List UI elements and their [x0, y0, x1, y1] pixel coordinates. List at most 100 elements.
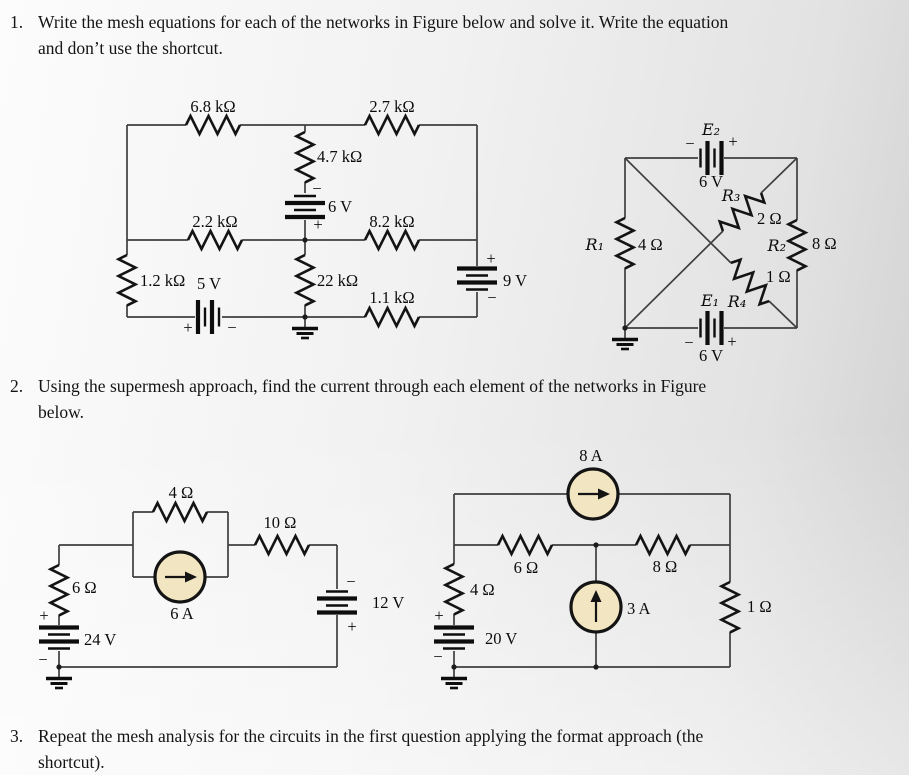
circuit-3: 4 Ω 10 Ω 6 Ω 6 A + 24 V − − 12 V +: [38, 483, 404, 690]
label-r2: R₂: [767, 236, 786, 255]
resistor-2.2k: [186, 229, 244, 251]
junction-dot: [593, 664, 599, 670]
battery-e2: [701, 141, 722, 175]
battery-9v-minus: −: [487, 288, 496, 307]
battery-24v-plus: +: [39, 606, 48, 625]
problem-3-line1: Repeat the mesh analysis for the circuit…: [38, 726, 704, 746]
ground-symbol: [44, 665, 74, 690]
battery-e1-minus: −: [684, 333, 693, 352]
battery-9v-plus: +: [486, 249, 495, 268]
label-22k: 22 kΩ: [317, 271, 358, 290]
problem-2-line2: below.: [38, 402, 85, 422]
junction-dot: [593, 542, 599, 548]
circuit-1: 6.8 kΩ 2.7 kΩ 4.7 kΩ − 6 V + 2.2 kΩ 8.2 …: [117, 97, 527, 340]
label-6a: 6 A: [170, 604, 193, 623]
label-5v: 5 V: [197, 274, 221, 293]
battery-6v: [285, 196, 325, 217]
battery-6v-minus: −: [312, 179, 321, 198]
resistor-6.8k: [184, 114, 242, 136]
label-r1-value: 4 Ω: [638, 235, 663, 254]
label-2.2k: 2.2 kΩ: [192, 212, 237, 231]
junction-dot: [451, 664, 457, 670]
resistor-4.7k: [295, 130, 315, 184]
problem-2-number: 2.: [10, 376, 24, 396]
circuit-2-bridge: E₂ − + 6 V R₃ 2 Ω R₁ 4 Ω R₂ 8 Ω 1 Ω E₁ R…: [585, 120, 837, 365]
label-9v: 9 V: [503, 271, 527, 290]
problem-1: 1. Write the mesh equations for each of …: [10, 9, 870, 61]
battery-20v-plus: +: [434, 606, 443, 625]
resistor-1.2k: [117, 253, 137, 307]
problem-1-line1: Write the mesh equations for each of the…: [38, 12, 729, 32]
problem-1-line2: and don’t use the shortcut.: [38, 38, 223, 58]
battery-5v: [198, 300, 219, 334]
battery-5v-minus: −: [227, 318, 236, 337]
junction-dot: [56, 664, 62, 670]
label-10ohm: 10 Ω: [264, 513, 297, 532]
resistor-4ohm: [151, 501, 209, 523]
label-r1: R₁: [585, 235, 604, 254]
label-3a: 3 A: [627, 599, 650, 618]
label-8ohm: 8 Ω: [653, 557, 678, 576]
circuit-4: 8 A 6 Ω 8 Ω 4 Ω + 20 V − 3 A 1 Ω: [433, 446, 772, 690]
label-r2-value: 8 Ω: [812, 234, 837, 253]
battery-20v: [434, 628, 474, 649]
junction-dot: [302, 237, 308, 243]
resistor-r1: [615, 216, 635, 270]
battery-12v-minus: −: [346, 572, 355, 591]
problem-2: 2. Using the supermesh approach, find th…: [10, 373, 870, 425]
label-6ohm: 6 Ω: [514, 558, 539, 577]
label-4ohm: 4 Ω: [470, 580, 495, 599]
resistor-10ohm: [253, 534, 311, 556]
label-2.7k: 2.7 kΩ: [369, 97, 414, 116]
label-8a: 8 A: [579, 446, 602, 465]
resistor-1.1k: [363, 306, 421, 328]
label-e2: E₂: [701, 120, 720, 139]
battery-24v-minus: −: [38, 650, 47, 669]
circuit-2-wires: [624, 157, 798, 329]
junction-dot: [622, 325, 628, 331]
problem-2-line1: Using the supermesh approach, find the c…: [38, 376, 707, 396]
label-r4-value: 1 Ω: [766, 267, 791, 286]
label-1.1k: 1.1 kΩ: [369, 288, 414, 307]
battery-6v-plus: +: [313, 215, 322, 234]
problem-3: 3. Repeat the mesh analysis for the circ…: [10, 723, 870, 775]
battery-20v-minus: −: [433, 647, 442, 666]
label-20v: 20 V: [485, 629, 517, 648]
problem-1-number: 1.: [10, 12, 24, 32]
battery-e2-minus: −: [685, 134, 694, 153]
label-1ohm: 1 Ω: [747, 597, 772, 616]
battery-12v-plus: +: [347, 617, 356, 636]
battery-e1: [701, 311, 722, 345]
resistor-8ohm: [634, 534, 692, 556]
resistor-2.7k: [363, 114, 421, 136]
label-4.7k: 4.7 kΩ: [317, 147, 362, 166]
resistor-4ohm: [444, 562, 464, 616]
battery-e2-plus: +: [728, 132, 737, 151]
problem-3-line2: shortcut).: [38, 752, 105, 772]
resistor-8.2k: [363, 229, 421, 251]
resistor-r2: [787, 218, 807, 272]
label-e1: E₁: [700, 291, 719, 310]
battery-e1-plus: +: [727, 332, 736, 351]
label-6ohm: 6 Ω: [72, 578, 97, 597]
problem-3-number: 3.: [10, 726, 24, 746]
resistor-6ohm: [49, 563, 69, 617]
battery-9v: [457, 269, 497, 290]
label-8.2k: 8.2 kΩ: [369, 212, 414, 231]
label-4ohm: 4 Ω: [169, 483, 194, 502]
ground-symbol: [439, 665, 469, 690]
ground-symbol: [610, 326, 640, 351]
battery-24v: [39, 628, 79, 649]
label-6v: 6 V: [328, 197, 352, 216]
label-r4: R₄: [727, 292, 746, 311]
resistor-6ohm: [496, 534, 554, 556]
resistor-22k: [295, 253, 315, 307]
label-e1-value: 6 V: [699, 346, 723, 365]
ground-symbol: [290, 315, 320, 340]
label-6.8k: 6.8 kΩ: [190, 97, 235, 116]
battery-12v: [317, 592, 357, 613]
junction-dot: [302, 314, 308, 320]
label-12v: 12 V: [372, 593, 404, 612]
